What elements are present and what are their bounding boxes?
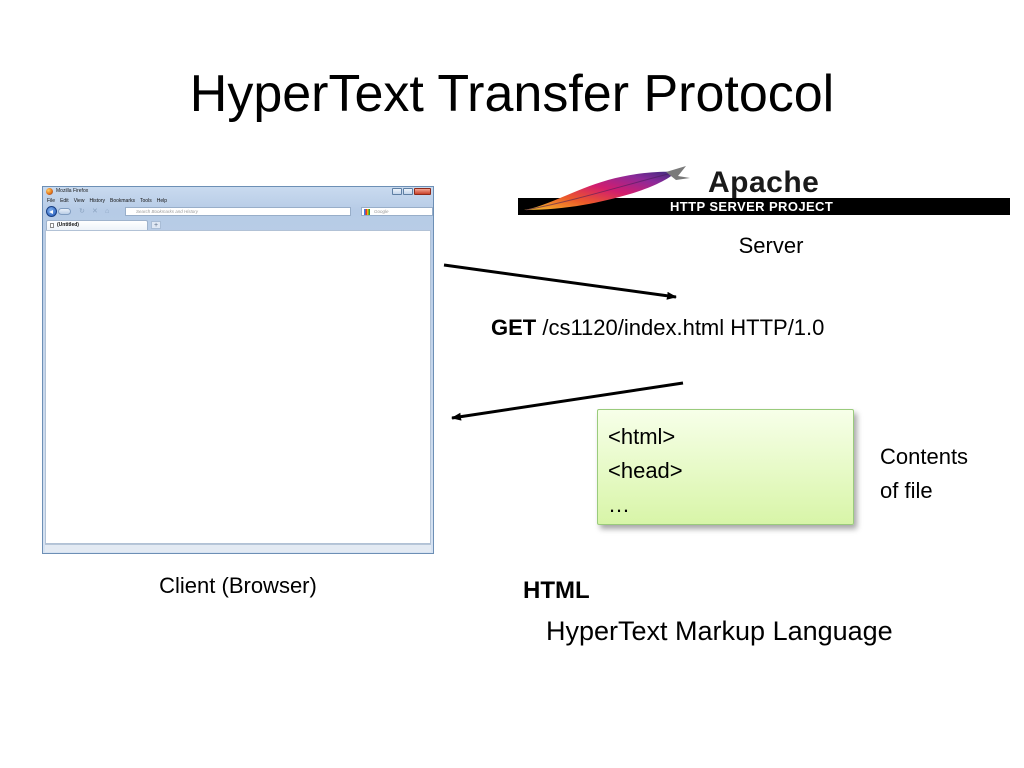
menu-bookmarks[interactable]: Bookmarks [110,198,136,204]
file-line: <html> [608,424,676,449]
tab-label: (Untitled) [57,222,79,228]
browser-window-title: Mozilla Firefox [56,188,89,194]
page-icon [50,223,54,228]
google-icon [364,209,370,215]
contents-of-file-label: Contents of file [880,440,968,508]
tab-strip: (Untitled) + [45,220,431,230]
browser-navbar: ↻ ✕ ⌂ Search Bookmarks and History Googl… [45,206,433,217]
firefox-icon [46,188,53,195]
window-controls [392,188,431,195]
home-icon[interactable]: ⌂ [105,208,110,215]
browser-menubar: File Edit View History Bookmarks Tools H… [47,198,167,205]
file-line: … [608,492,630,517]
apache-feather-icon [524,166,690,211]
file-contents-box: <html> <head> … [597,409,854,525]
browser-window: Mozilla Firefox File Edit View History B… [42,186,434,554]
slide-title: HyperText Transfer Protocol [189,65,835,123]
browser-content-area[interactable] [45,230,431,544]
minimize-button[interactable] [392,188,402,195]
client-label: Client (Browser) [159,573,317,598]
tab-untitled[interactable]: (Untitled) [46,220,148,230]
contents-label-line1: Contents [880,444,969,469]
url-input[interactable]: Search Bookmarks and History [125,207,351,216]
browser-statusbar [45,544,431,552]
back-arrow-icon[interactable] [46,206,57,217]
maximize-button[interactable] [403,188,413,195]
html-label: HTML [523,577,590,604]
request-arrow [443,263,677,300]
file-line: <head> [608,458,683,483]
menu-history[interactable]: History [89,198,105,204]
request-path: /cs1120/index.html HTTP/1.0 [536,315,825,340]
html-expansion: HyperText Markup Language [546,616,893,646]
new-tab-button[interactable]: + [151,221,161,229]
apache-logo-bar [518,198,1010,215]
contents-label-line2: of file [880,478,933,503]
menu-help[interactable]: Help [156,198,167,204]
apache-wordmark: Apache [708,166,820,199]
close-button[interactable] [414,188,431,195]
search-placeholder: Google [374,209,389,214]
request-line: GET /cs1120/index.html HTTP/1.0 [491,314,824,342]
stop-icon[interactable]: ✕ [92,208,98,215]
browser-titlebar: Mozilla Firefox [43,187,433,197]
request-method: GET [491,315,537,340]
reload-icon[interactable]: ↻ [79,208,85,215]
menu-view[interactable]: View [73,198,85,204]
forward-arrow-icon[interactable] [58,208,71,215]
response-arrow [451,381,684,421]
search-input[interactable]: Google [361,207,433,216]
menu-file[interactable]: File [47,198,56,204]
server-label: Server [738,233,804,258]
url-placeholder: Search Bookmarks and History [136,209,199,214]
menu-tools[interactable]: Tools [140,198,152,204]
apache-logo: Apache HTTP SERVER PROJECT [518,166,1010,218]
menu-edit[interactable]: Edit [60,198,69,204]
apache-subtitle: HTTP SERVER PROJECT [670,199,834,214]
